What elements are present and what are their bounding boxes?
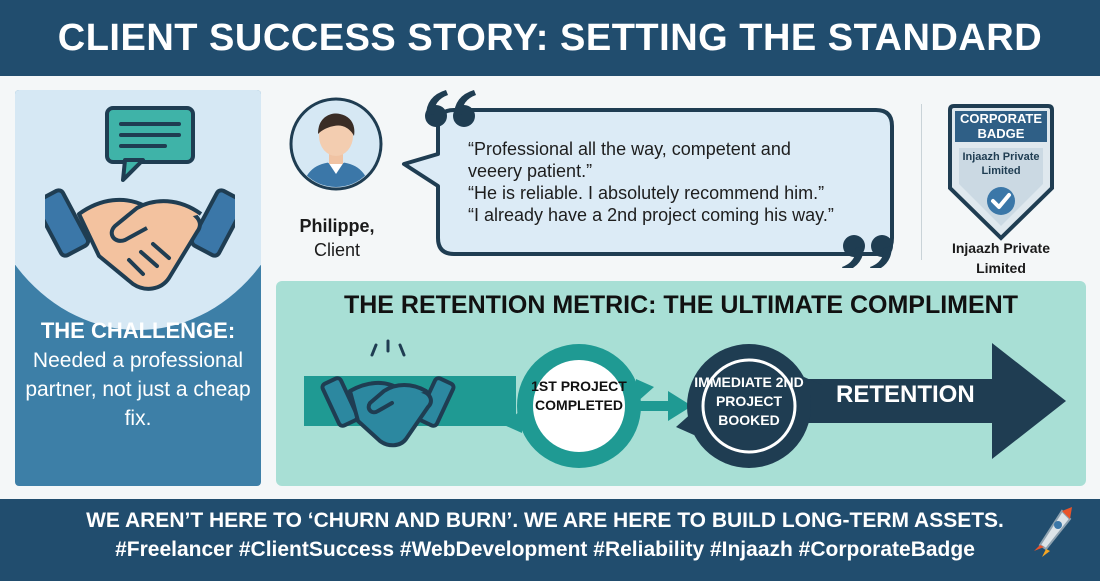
challenge-panel: THE CHALLENGE: Needed a professional par… xyxy=(15,90,261,486)
challenge-body: Needed a professional partner, not just … xyxy=(25,349,251,430)
retention-flow-diagram xyxy=(304,339,1066,468)
vertical-divider xyxy=(921,104,922,260)
testimonial-bubble xyxy=(402,90,894,268)
handshake-icon xyxy=(45,106,235,291)
challenge-title: THE CHALLENGE: xyxy=(40,318,236,343)
retention-panel: THE RETENTION METRIC: THE ULTIMATE COMPL… xyxy=(276,281,1086,486)
badge-caption: Injaazh Private Limited xyxy=(951,240,1051,276)
quote-line: “Professional all the way, competent and xyxy=(468,139,791,159)
client-name: Philippe, xyxy=(299,216,375,236)
retention-arrow xyxy=(746,343,1066,459)
rocket-icon xyxy=(1034,507,1072,557)
project-cycle-ring-1 xyxy=(504,344,654,468)
quote-line: veeery patient.” xyxy=(468,161,593,181)
retention-title: THE RETENTION METRIC: THE ULTIMATE COMPL… xyxy=(343,291,1019,319)
avatar xyxy=(289,97,383,191)
quote-line: “He is reliable. I absolutely recommend … xyxy=(468,183,825,203)
quote-line: “I already have a 2nd project coming his… xyxy=(468,205,834,225)
badge-title: CORPORATE BADGE xyxy=(959,111,1043,141)
check-icon xyxy=(987,187,1015,215)
badge-company: Injaazh Private Limited xyxy=(962,151,1040,177)
step-first-project: 1ST PROJECT COMPLETED xyxy=(531,378,627,413)
footer-hashtags: #Freelancer #ClientSuccess #WebDevelopme… xyxy=(115,538,975,561)
close-quote-icon xyxy=(842,235,893,268)
retention-label: RETENTION xyxy=(836,381,975,408)
page-title: CLIENT SUCCESS STORY: SETTING THE STANDA… xyxy=(57,16,1043,59)
header-banner: CLIENT SUCCESS STORY: SETTING THE STANDA… xyxy=(0,0,1100,76)
testimonial-quotes: “Professional all the way, competent and… xyxy=(468,138,888,226)
chat-bubble-icon xyxy=(105,106,195,182)
step-second-project: IMMEDIATE 2ND PROJECT BOOKED xyxy=(694,374,804,428)
open-quote-icon xyxy=(425,90,476,127)
project-cycle-ring-2 xyxy=(676,344,822,468)
client-name-block: Philippe, Client xyxy=(282,214,392,262)
footer-banner: WE AREN’T HERE TO ‘CHURN AND BURN’. WE A… xyxy=(0,499,1100,581)
handshake-icon xyxy=(320,339,456,448)
corporate-badge-shield xyxy=(948,104,1054,241)
client-role: Client xyxy=(313,240,361,260)
footer-tagline: WE AREN’T HERE TO ‘CHURN AND BURN’. WE A… xyxy=(86,509,1004,532)
